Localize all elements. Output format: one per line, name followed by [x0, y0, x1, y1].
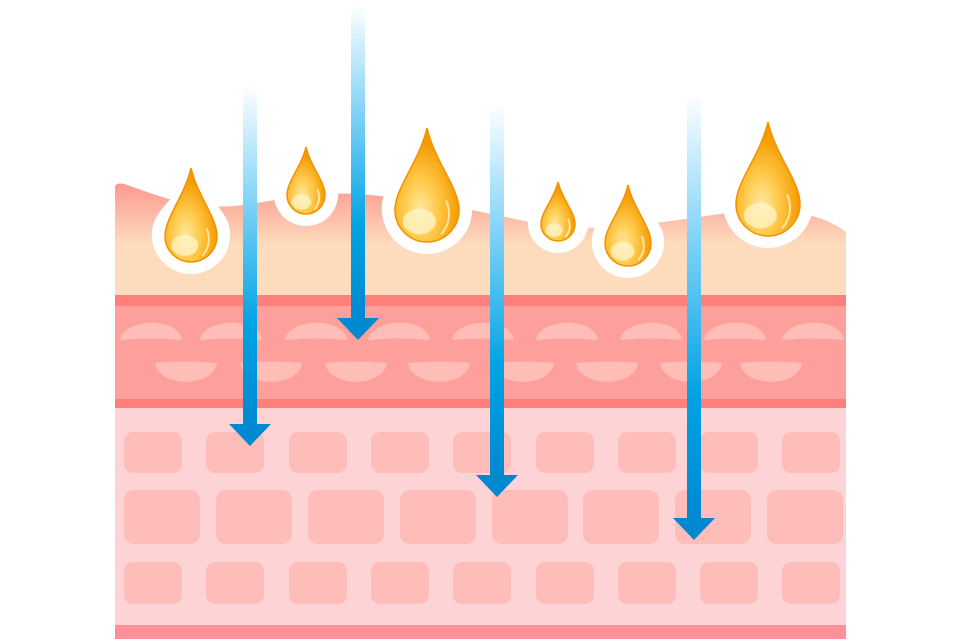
- fat-cell: [782, 562, 840, 604]
- fat-cell: [700, 432, 758, 473]
- fat-cell: [700, 562, 758, 604]
- oil-drops: [151, 119, 814, 279]
- oil-drop-highlight: [743, 202, 777, 229]
- oil-drop-highlight: [291, 194, 312, 210]
- dermis-cell: [120, 322, 182, 340]
- fat-cell: [536, 562, 594, 604]
- arrow-head: [229, 424, 271, 446]
- oil-drop-shine: [440, 200, 451, 235]
- dermis-cell: [576, 361, 638, 382]
- fat-cell: [782, 432, 840, 473]
- oil-drop-shine: [201, 227, 210, 257]
- fat-cell: [675, 490, 751, 544]
- oil-drop-highlight: [171, 234, 199, 256]
- arrow-shaft: [351, 5, 365, 322]
- down-arrow-icon: [337, 5, 379, 340]
- fat-cell: [536, 432, 594, 473]
- dermis-cell: [325, 361, 387, 382]
- subcutis-cells: [124, 432, 843, 604]
- oil-drop-icon: [273, 144, 339, 227]
- dermis-cell: [285, 322, 347, 340]
- dermis-border: [115, 399, 846, 408]
- arrow-head: [673, 518, 715, 540]
- dermis-cells: [120, 322, 844, 382]
- oil-drop-highlight: [610, 242, 635, 261]
- fat-cell: [583, 490, 659, 544]
- oil-drop-icon: [591, 182, 665, 279]
- arrow-head: [337, 318, 379, 340]
- bottom-band: [115, 625, 846, 639]
- oil-drop-highlight: [402, 208, 436, 235]
- oil-drop-icon: [527, 179, 589, 254]
- skin-layers: [115, 183, 846, 639]
- down-arrow-icon: [476, 105, 518, 497]
- dermis-cell: [536, 322, 598, 340]
- dermis-cell: [740, 361, 802, 382]
- arrow-shaft: [687, 95, 701, 522]
- dermis-cell: [368, 322, 430, 340]
- penetration-arrows: [229, 5, 715, 540]
- fat-cell: [492, 490, 568, 544]
- fat-cell: [618, 562, 676, 604]
- arrow-head: [476, 475, 518, 497]
- fat-cell: [216, 490, 292, 544]
- fat-cell: [371, 432, 429, 473]
- fat-cell: [618, 432, 676, 473]
- fat-cell: [308, 490, 384, 544]
- dermis-layer: [115, 306, 846, 400]
- fat-cell: [400, 490, 476, 544]
- epidermis-border: [115, 295, 846, 306]
- down-arrow-icon: [673, 95, 715, 540]
- fat-cell: [124, 432, 182, 473]
- arrow-shaft: [490, 105, 504, 479]
- oil-drop-icon: [381, 125, 473, 255]
- fat-cell: [371, 562, 429, 604]
- dermis-cell: [155, 361, 217, 382]
- fat-cell: [453, 562, 511, 604]
- dermis-cell: [492, 361, 554, 382]
- fat-cell: [767, 490, 843, 544]
- oil-drop-shine: [781, 194, 792, 229]
- dermis-cell: [704, 322, 766, 340]
- oil-drop-shine: [637, 235, 645, 262]
- dermis-cell: [620, 322, 682, 340]
- fat-cell: [124, 562, 182, 604]
- dermis-cell: [408, 361, 470, 382]
- oil-drop-icon: [722, 119, 814, 249]
- fat-cell: [289, 562, 347, 604]
- oil-drop-shine: [313, 188, 321, 211]
- oil-drop-shine: [564, 218, 571, 238]
- oil-drop-highlight: [545, 223, 563, 237]
- fat-cell: [206, 562, 264, 604]
- dermis-cell: [782, 322, 844, 340]
- arrow-shaft: [243, 85, 257, 428]
- fat-cell: [124, 490, 200, 544]
- fat-cell: [289, 432, 347, 473]
- oil-drop-icon: [151, 165, 231, 274]
- down-arrow-icon: [229, 85, 271, 446]
